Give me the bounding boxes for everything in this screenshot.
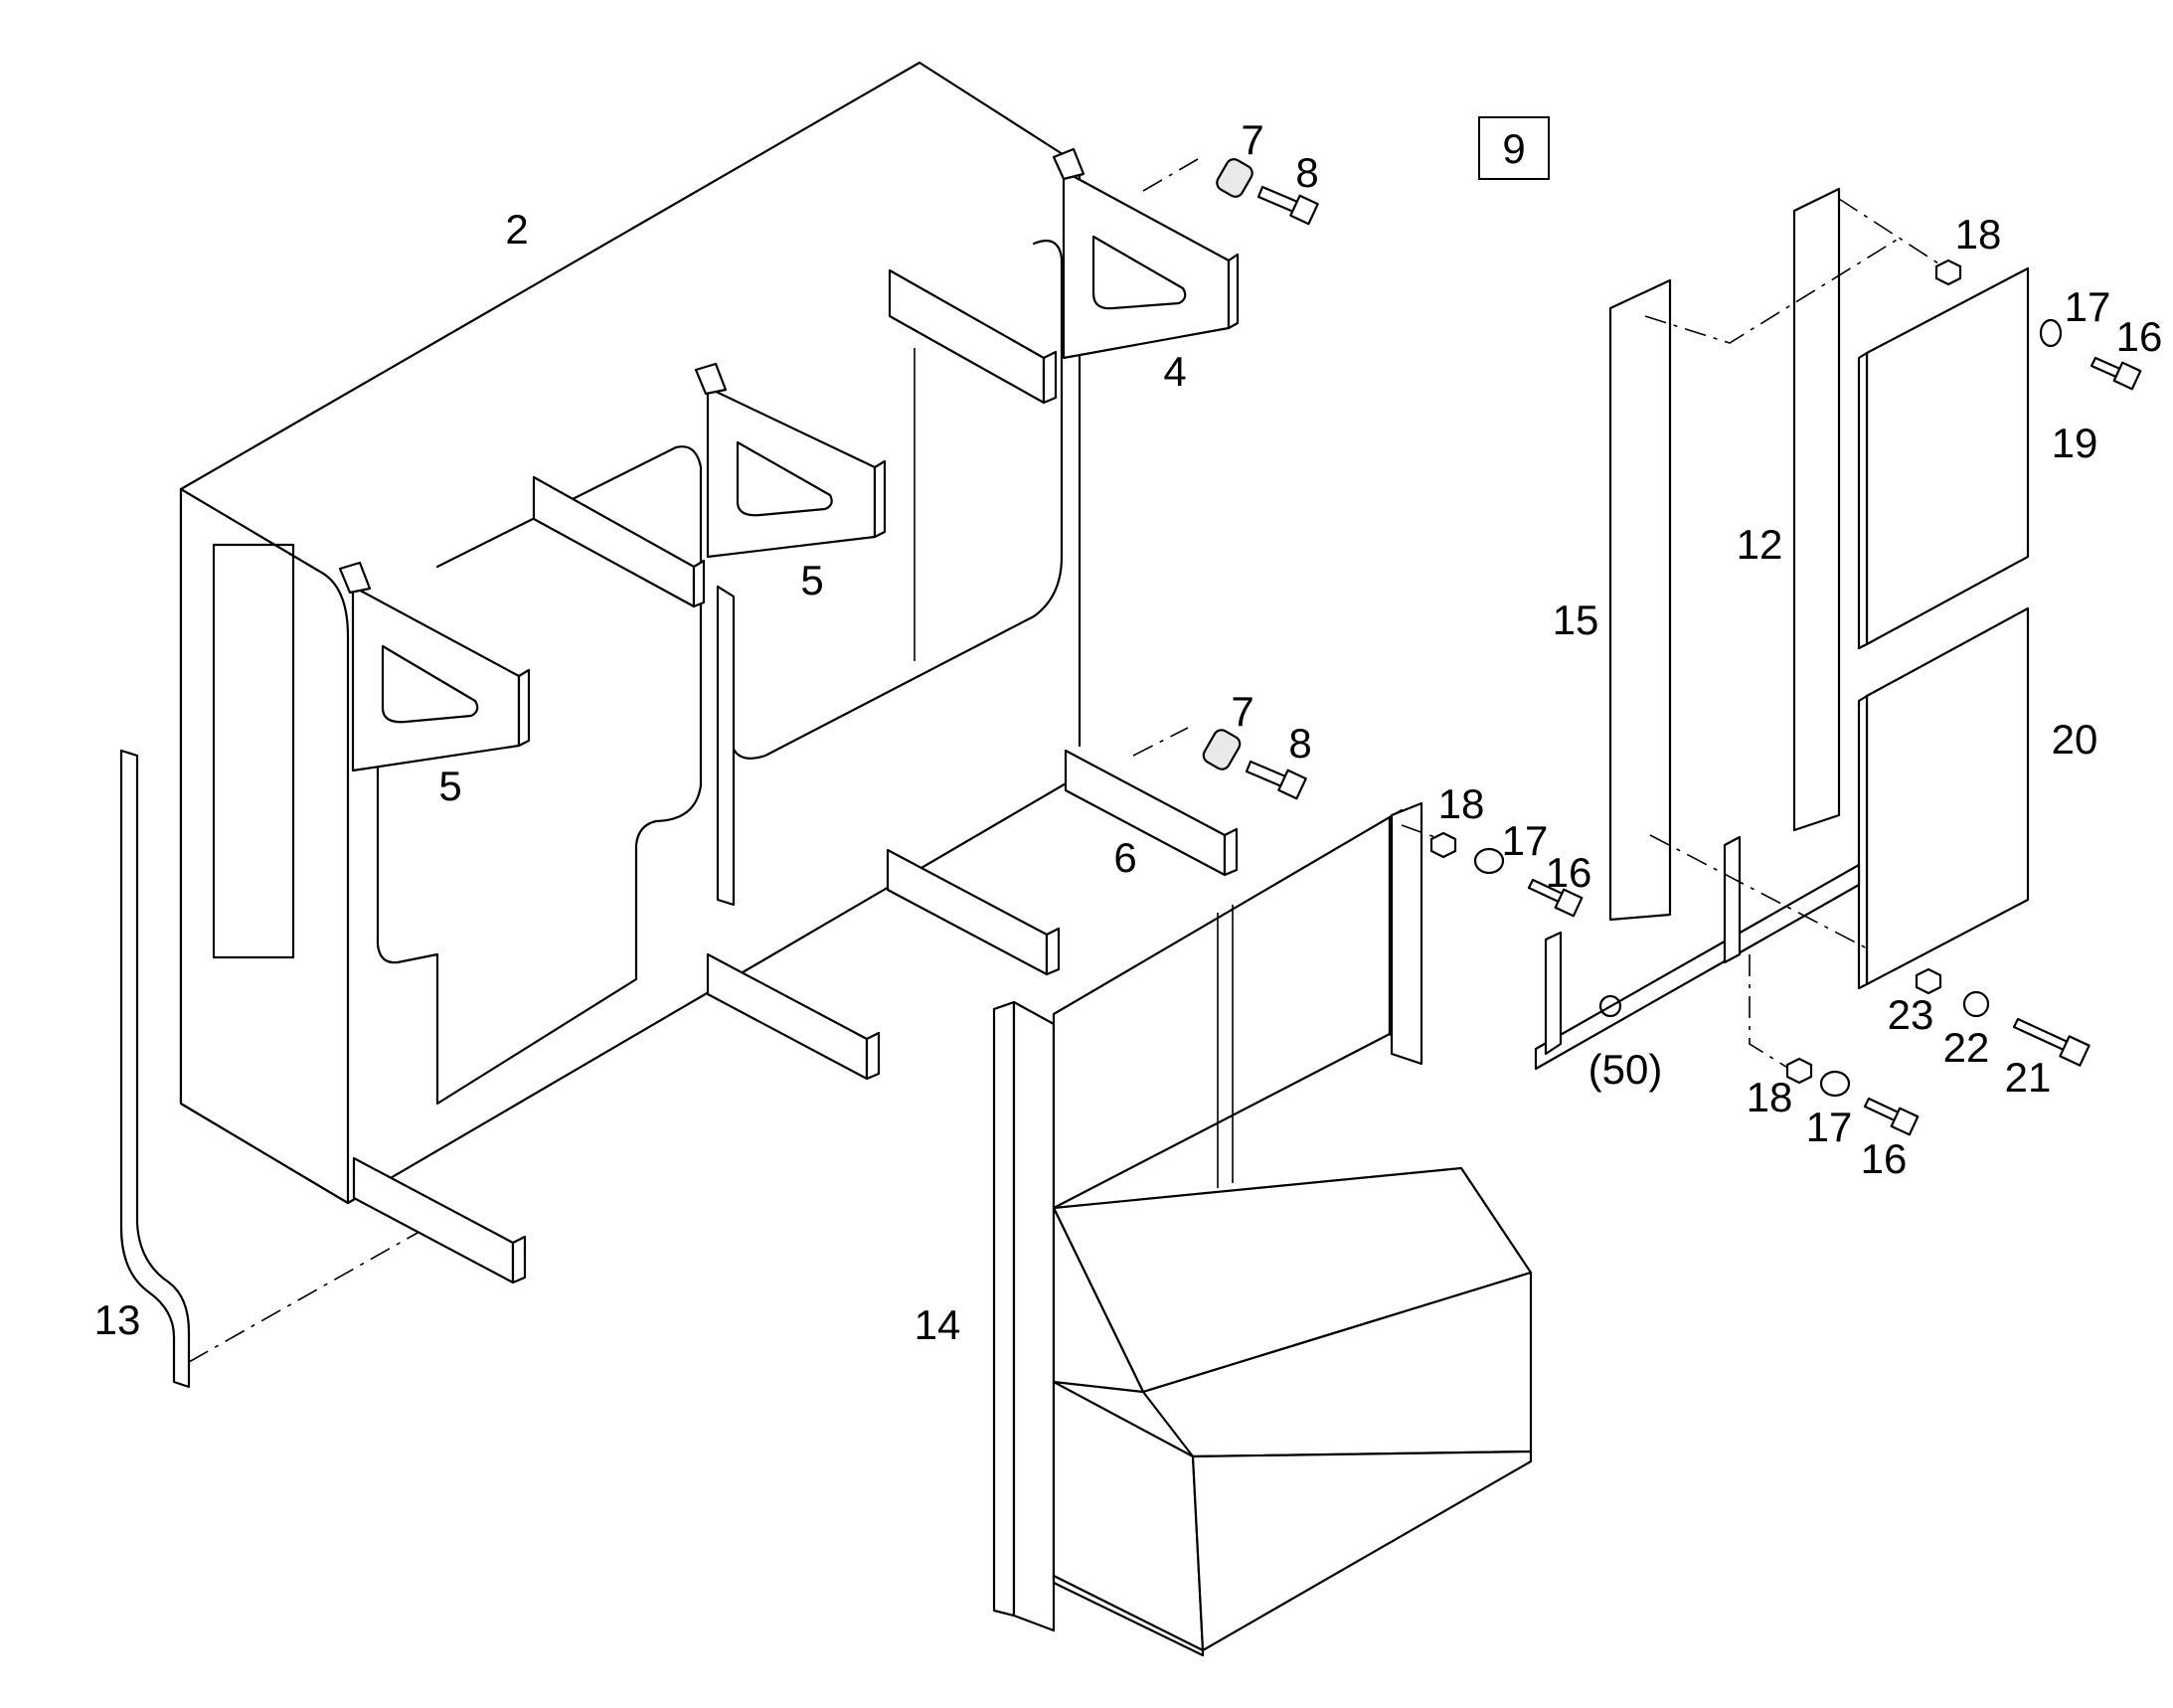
callout-22: 22 bbox=[1943, 1024, 1990, 1071]
bracket-5-lower bbox=[338, 561, 531, 772]
callout-16-a: 16 bbox=[2116, 313, 2163, 360]
callout-17-c: 17 bbox=[1806, 1104, 1853, 1150]
spacer-bolt-upper bbox=[1142, 158, 1319, 226]
callout-5-lower: 5 bbox=[438, 763, 461, 809]
lower-rails bbox=[352, 749, 1239, 1284]
callout-5-upper: 5 bbox=[800, 557, 823, 603]
cover-assembly-14 bbox=[992, 801, 1533, 1657]
bracket-50 bbox=[1534, 835, 1861, 1071]
callout-21: 21 bbox=[2005, 1054, 2052, 1101]
callout-6: 6 bbox=[1113, 834, 1136, 881]
callout-15: 15 bbox=[1553, 597, 1599, 643]
callout-8-upper: 8 bbox=[1295, 149, 1318, 196]
callout-13: 13 bbox=[94, 1296, 141, 1343]
inner-strip bbox=[716, 585, 736, 907]
figure-reference-label: 9 bbox=[1502, 125, 1525, 172]
bar-13 bbox=[119, 749, 191, 1389]
callout-50: (50) bbox=[1588, 1046, 1663, 1093]
callout-labels: 2 4 5 5 6 7 8 7 8 12 13 14 15 16 17 18 1… bbox=[94, 116, 2163, 1348]
callout-16-c: 16 bbox=[1861, 1135, 1908, 1182]
callout-18-b: 18 bbox=[1438, 780, 1485, 827]
cabinet-housing bbox=[179, 61, 1082, 1205]
strip-12 bbox=[1792, 187, 1841, 832]
callout-4: 4 bbox=[1163, 348, 1186, 395]
callout-17-a: 17 bbox=[2065, 283, 2111, 330]
callout-2: 2 bbox=[505, 206, 528, 253]
spacer-bolt-lower bbox=[1132, 727, 1307, 800]
callout-23: 23 bbox=[1888, 991, 1934, 1038]
hardware-set-d bbox=[1915, 967, 2090, 1067]
upper-rails bbox=[532, 268, 1058, 608]
panel-20 bbox=[1857, 606, 2030, 990]
bracket-4 bbox=[1052, 147, 1240, 360]
callout-7-lower: 7 bbox=[1231, 688, 1254, 735]
panel-19 bbox=[1857, 266, 2030, 650]
callout-12: 12 bbox=[1737, 521, 1783, 568]
callout-20: 20 bbox=[2052, 716, 2098, 763]
hardware-set-a bbox=[1934, 258, 2142, 391]
callout-18-a: 18 bbox=[1955, 211, 2002, 257]
hardware-set-c bbox=[1785, 1057, 1920, 1136]
figure-reference-box: 9 bbox=[1478, 116, 1550, 180]
callout-7-upper: 7 bbox=[1241, 116, 1263, 163]
strip-15 bbox=[1608, 278, 1672, 922]
callout-19: 19 bbox=[2052, 420, 2098, 466]
hardware-set-b bbox=[1429, 831, 1584, 918]
callout-17-b: 17 bbox=[1502, 817, 1549, 864]
callout-14: 14 bbox=[915, 1301, 961, 1348]
leader-13 bbox=[188, 1232, 418, 1363]
bracket-5-upper bbox=[694, 362, 887, 559]
callout-18-c: 18 bbox=[1747, 1074, 1793, 1120]
callout-16-b: 16 bbox=[1546, 849, 1592, 896]
callout-8-lower: 8 bbox=[1288, 720, 1311, 767]
